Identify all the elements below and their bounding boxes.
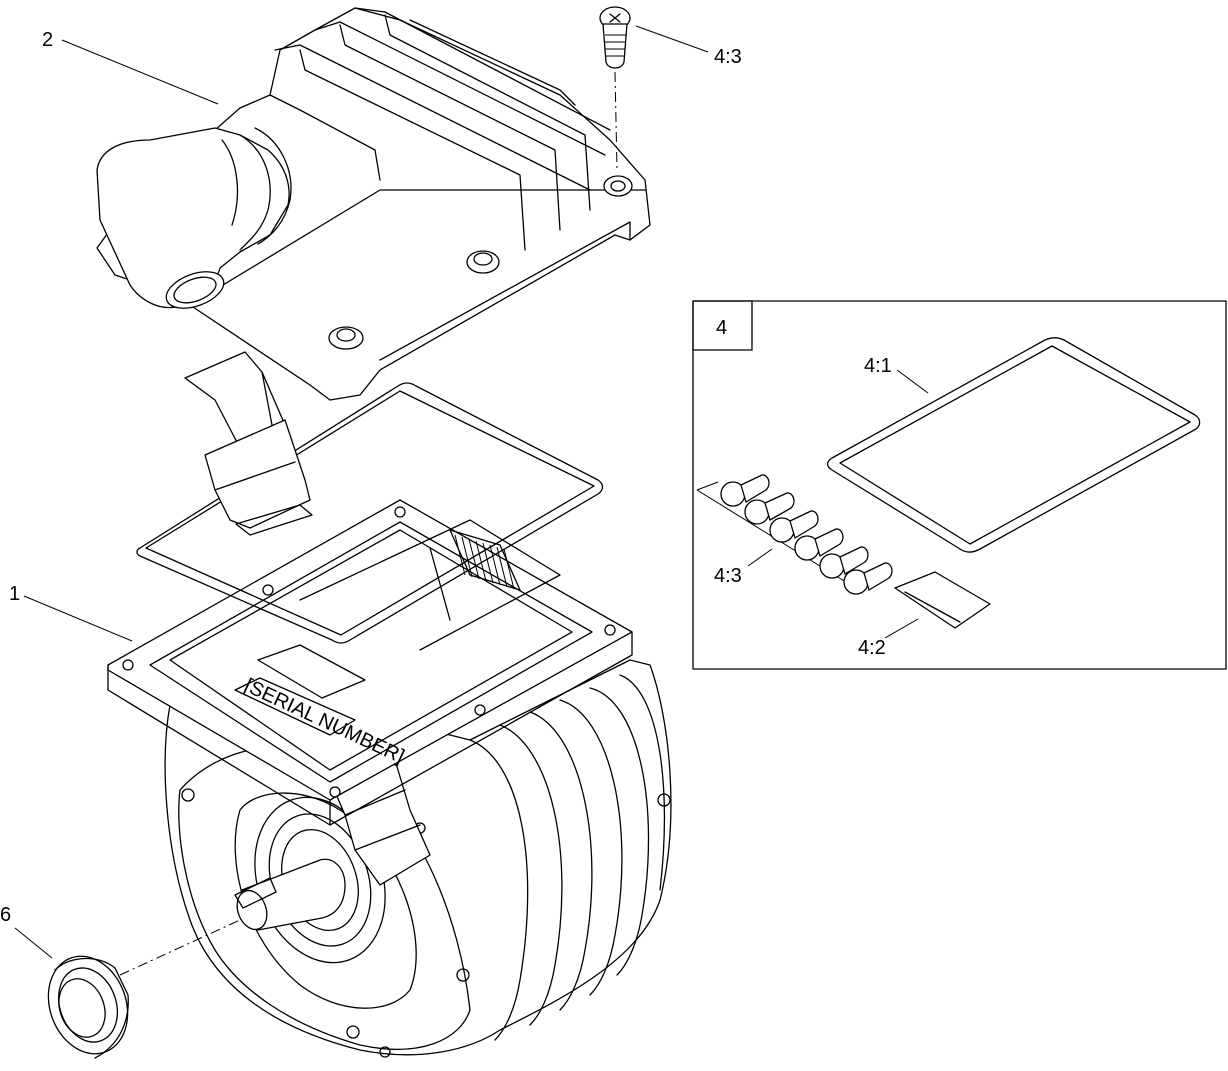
connector-plug: [184, 351, 313, 536]
kit-screw: [819, 546, 869, 579]
leader-lines: [14, 25, 709, 959]
kit-screw: [769, 510, 819, 543]
callout-4-2: 4:2: [858, 637, 886, 659]
kit-screw: [744, 492, 795, 525]
installed-gasket: [136, 382, 604, 644]
kit-gasket: 4:1: [826, 337, 1201, 553]
callout-4-1: 4:1: [864, 355, 892, 377]
callout-6: 6: [0, 904, 11, 926]
callout-4-3-kit: 4:3: [714, 565, 742, 587]
top-screw-part: [599, 6, 631, 171]
cover-screw: [328, 175, 633, 350]
kit-screw: [720, 474, 770, 507]
motor-top-flange: [SERIAL NUMBER]: [107, 499, 633, 826]
kit-detail-box: 4 4:1: [692, 300, 1227, 670]
callout-4-3-top: 4:3: [714, 46, 742, 68]
kit-screw: [843, 562, 893, 595]
seal-ring-part: [47, 919, 241, 1059]
kit-screws: 4:3: [696, 474, 893, 595]
top-cover-assembly: [96, 7, 651, 401]
kit-label-strip: 4:2: [858, 571, 991, 659]
callout-1: 1: [9, 583, 20, 605]
kit-box-number: 4: [716, 317, 727, 339]
callout-2: 2: [42, 29, 53, 51]
kit-screw: [794, 528, 844, 561]
